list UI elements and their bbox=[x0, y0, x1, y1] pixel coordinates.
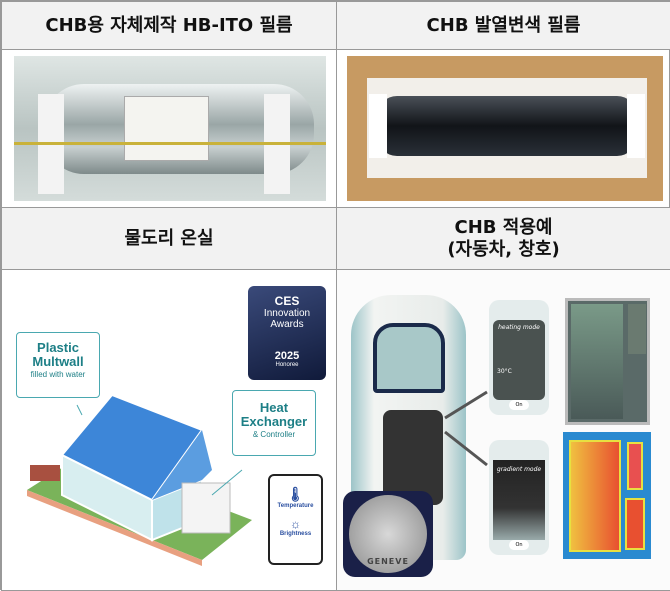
header-hb-ito-film: CHB용 자체제작 HB-ITO 필름 bbox=[1, 1, 337, 50]
ces-award-badge: CES Innovation Awards 2025 Honoree bbox=[248, 286, 326, 380]
photo-film-roll bbox=[1, 49, 337, 208]
temperature-readout: 30°C bbox=[497, 368, 512, 375]
header-text: CHB 발열변색 필름 bbox=[426, 14, 581, 36]
on-button: On bbox=[509, 540, 529, 550]
header-chb-film: CHB 발열변색 필름 bbox=[336, 1, 670, 50]
header-greenhouse: 물도리 온실 bbox=[1, 207, 337, 270]
ces-year: 2025 bbox=[274, 350, 300, 362]
sun-icon: ☼ bbox=[290, 517, 301, 531]
callout-title: Multwall bbox=[32, 354, 84, 369]
callout-title: Plastic bbox=[37, 340, 79, 355]
callout-subtitle: filled with water bbox=[30, 370, 86, 379]
heating-mode-panel: heating mode 30°C On bbox=[489, 300, 549, 415]
on-button: On bbox=[509, 400, 529, 410]
thermometer-icon: 🌡 bbox=[286, 486, 305, 502]
gradient-mode-panel: gradient mode On bbox=[489, 440, 549, 555]
window-photo bbox=[565, 298, 650, 425]
greenhouse-drawing bbox=[27, 393, 252, 566]
callout-title: Heat bbox=[259, 400, 289, 415]
geneve-medal: GENEVE bbox=[343, 491, 433, 577]
chb-application-images: heating mode 30°C On gradient mode On GE… bbox=[336, 269, 670, 591]
phone-label: Temperature bbox=[277, 503, 314, 509]
header-text: CHB용 자체제작 HB-ITO 필름 bbox=[45, 14, 293, 36]
callout-title: Exchanger bbox=[240, 414, 308, 429]
ces-text: Innovation bbox=[263, 308, 311, 319]
callout-plastic-multwall: Plastic Multwall filled with water bbox=[16, 332, 100, 398]
photo-chb-film-box bbox=[336, 49, 670, 208]
medal-text: GENEVE bbox=[349, 495, 427, 573]
header-chb-application: CHB 적용예 (자동차, 창호) bbox=[336, 207, 670, 270]
ces-text: Awards bbox=[270, 319, 304, 330]
phone-label: Brightness bbox=[279, 531, 312, 537]
phone-app: 🌡 Temperature ☼ Brightness bbox=[268, 474, 323, 565]
callout-subtitle: & Controller bbox=[252, 430, 296, 439]
header-text: CHB 적용예 bbox=[454, 216, 553, 238]
callout-heat-exchanger: Heat Exchanger & Controller bbox=[232, 390, 316, 456]
header-text: 물도리 온실 bbox=[124, 227, 214, 249]
arrows bbox=[444, 390, 488, 467]
thermal-image bbox=[563, 432, 651, 559]
header-subtext: (자동차, 창호) bbox=[447, 238, 560, 260]
chb-film-box-image bbox=[347, 56, 663, 201]
film-roll-image bbox=[14, 56, 326, 201]
gradient-mode-label: gradient mode bbox=[496, 466, 542, 473]
heating-mode-label: heating mode bbox=[498, 324, 540, 331]
ces-honoree: Honoree bbox=[275, 362, 299, 368]
ces-logo: CES bbox=[274, 294, 300, 308]
